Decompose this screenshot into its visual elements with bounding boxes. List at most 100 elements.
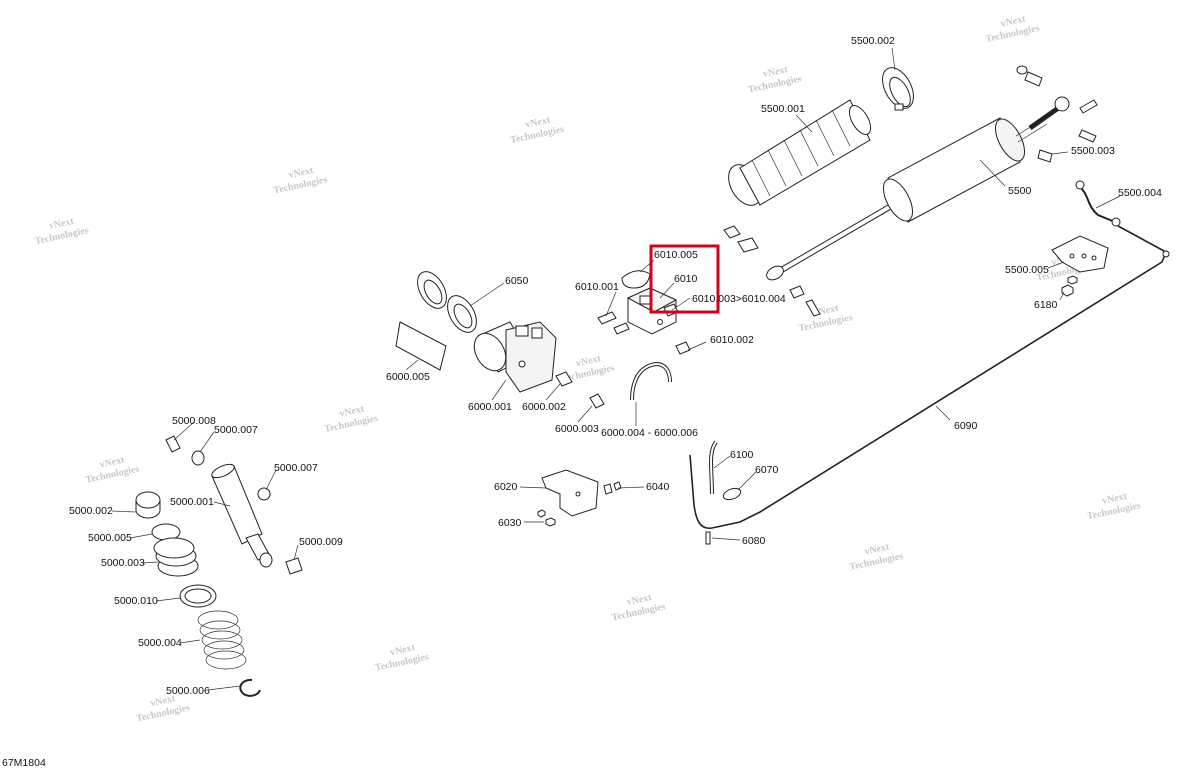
bracket-6020[interactable] (541, 469, 599, 517)
svg-text:vNext: vNext (1000, 13, 1027, 29)
bolt[interactable] (805, 299, 821, 317)
bushing-5000-007[interactable] (257, 487, 271, 501)
label-6020[interactable]: 6020 (494, 481, 518, 493)
clamp-6050[interactable] (442, 291, 483, 338)
label-5500-005[interactable]: 5500.005 (1005, 264, 1049, 276)
label-6100[interactable]: 6100 (730, 449, 754, 461)
bolt[interactable] (789, 285, 805, 299)
seal-6010-005[interactable] (621, 270, 651, 289)
bushing[interactable] (1016, 65, 1028, 75)
label-6010-001[interactable]: 6010.001 (575, 281, 619, 293)
fitting-5500-003[interactable] (1037, 149, 1053, 163)
bolt[interactable] (1078, 129, 1097, 143)
label-6000-005[interactable]: 6000.005 (386, 371, 430, 383)
hydraulic-line-6090[interactable] (689, 225, 1168, 530)
bushing-sleeve[interactable] (1024, 71, 1043, 87)
hose-6000-004[interactable] (630, 361, 672, 401)
label-6010-003[interactable]: 6010.003>6010.004 (692, 293, 786, 305)
label-6070[interactable]: 6070 (755, 464, 779, 476)
pad-6000-005[interactable] (395, 321, 447, 371)
label-6030[interactable]: 6030 (498, 517, 522, 529)
svg-text:vNext: vNext (48, 216, 75, 232)
label-5000-006[interactable]: 5000.006 (166, 685, 210, 697)
label-6010-005[interactable]: 6010.005 (654, 249, 698, 261)
label-5500-001[interactable]: 5500.001 (761, 103, 805, 115)
label-6010[interactable]: 6010 (674, 273, 698, 285)
svg-text:vNext: vNext (288, 165, 315, 181)
label-5500-002[interactable]: 5500.002 (851, 35, 895, 47)
label-5000-003[interactable]: 5000.003 (101, 557, 145, 569)
nut-6030[interactable] (545, 517, 556, 527)
pump-motor-6000-001[interactable] (468, 321, 557, 393)
label-5000-007[interactable]: 5000.007 (274, 462, 318, 474)
fitting-6000-003[interactable] (589, 393, 605, 409)
svg-text:vNext: vNext (389, 642, 416, 658)
tie-rod-end-right[interactable] (1054, 96, 1070, 112)
nut[interactable] (1067, 275, 1078, 285)
bolt-6040[interactable] (603, 483, 613, 495)
label-5500[interactable]: 5500 (1008, 185, 1032, 197)
hydraulic-line-5500-004[interactable] (1077, 184, 1116, 223)
clamp-5500-002[interactable] (876, 62, 920, 113)
clamp-6050[interactable] (412, 267, 453, 314)
svg-text:vNext: vNext (762, 64, 789, 80)
label-6010-002[interactable]: 6010.002 (710, 334, 754, 346)
tie-rod-end-left[interactable] (764, 263, 786, 282)
label-6050[interactable]: 6050 (505, 275, 529, 287)
bushing[interactable] (737, 237, 759, 253)
line-6080[interactable] (705, 531, 711, 545)
nut[interactable] (537, 509, 546, 518)
label-5000-004[interactable]: 5000.004 (138, 637, 182, 649)
label-6040[interactable]: 6040 (646, 481, 670, 493)
nut-6180[interactable] (1061, 284, 1074, 297)
label-5000-007[interactable]: 5000.007 (214, 424, 258, 436)
part-labels: 5500.002 5500.001 5500.003 5500 5500.004… (69, 35, 1162, 697)
actuator-cylinder-5500[interactable] (877, 115, 1048, 226)
bellows-boot-5500-001[interactable] (722, 99, 875, 211)
svg-text:vNext: vNext (524, 115, 551, 131)
bracket-5500-005[interactable] (1051, 235, 1109, 273)
label-6180[interactable]: 6180 (1034, 299, 1058, 311)
fitting-6000-002[interactable] (555, 371, 573, 387)
adjuster-5000-002[interactable] (135, 491, 161, 519)
diagram-code: 67M1804 (2, 757, 46, 769)
label-6080[interactable]: 6080 (742, 535, 766, 547)
leader-lines (111, 47, 1121, 691)
svg-text:vNext: vNext (813, 303, 840, 319)
spring-5000-004[interactable] (197, 610, 247, 670)
label-6000-001[interactable]: 6000.001 (468, 401, 512, 413)
bushing-5000-009[interactable] (285, 557, 303, 575)
label-5500-004[interactable]: 5500.004 (1118, 187, 1162, 199)
bolt[interactable] (1079, 99, 1098, 114)
svg-text:vNext: vNext (864, 541, 891, 557)
label-5000-010[interactable]: 5000.010 (114, 595, 158, 607)
label-5000-005[interactable]: 5000.005 (88, 532, 132, 544)
clip-6070[interactable] (722, 486, 742, 502)
bolt[interactable] (613, 481, 622, 491)
fitting-6010-001[interactable] (597, 311, 617, 325)
label-5000-001[interactable]: 5000.001 (170, 496, 214, 508)
collar-5000-003[interactable] (153, 537, 199, 577)
label-6000-003[interactable]: 6000.003 (555, 423, 599, 435)
clip-5000-006[interactable] (239, 678, 261, 697)
label-5000-002[interactable]: 5000.002 (69, 505, 113, 517)
label-5000-008[interactable]: 5000.008 (172, 415, 216, 427)
fitting[interactable] (613, 322, 630, 335)
bushing-5000-008[interactable] (165, 435, 181, 453)
fitting-6010-002[interactable] (675, 341, 691, 355)
label-6000-002[interactable]: 6000.002 (522, 401, 566, 413)
bushing[interactable] (723, 225, 741, 239)
label-6000-004[interactable]: 6000.004 - 6000.006 (601, 427, 698, 439)
label-5000-009[interactable]: 5000.009 (299, 536, 343, 548)
bushing-5000-007[interactable] (191, 450, 205, 466)
label-6090[interactable]: 6090 (954, 420, 978, 432)
label-5500-003[interactable]: 5500.003 (1071, 145, 1115, 157)
shock-absorber-5000-001[interactable] (210, 462, 273, 568)
